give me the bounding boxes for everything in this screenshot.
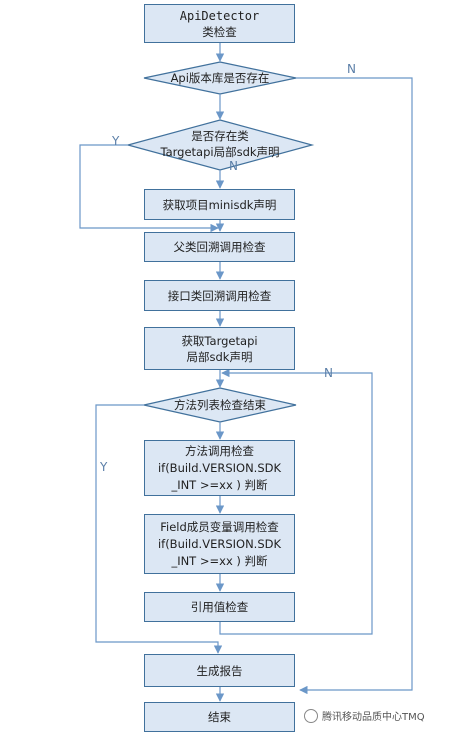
process-get-minisdk-label: 获取项目minisdk声明: [162, 197, 277, 212]
branch-label-method-list-no: N: [324, 366, 333, 380]
start-box: ApiDetector 类检查: [144, 4, 295, 43]
decision-targetapi-line1: 是否存在类: [191, 129, 249, 143]
process-get-minisdk: 获取项目minisdk声明: [144, 189, 295, 220]
process-ref-check: 引用值检查: [144, 592, 295, 622]
process-method-check-line1: 方法调用检查: [185, 443, 254, 458]
process-get-targetapi-line2: 局部sdk声明: [186, 349, 253, 364]
watermark-text: 腾讯移动品质中心TMQ: [322, 712, 425, 723]
branch-label-api-lib-no: N: [347, 62, 356, 76]
branch-label-targetapi-yes: Y: [112, 134, 120, 148]
process-report-label: 生成报告: [196, 663, 243, 678]
branch-label-targetapi-no: N: [229, 159, 238, 173]
process-field-check: Field成员变量调用检查 if(Build.VERSION.SDK _INT …: [144, 514, 295, 574]
decision-targetapi-line2: Targetapi局部sdk声明: [160, 145, 280, 159]
end-label: 结束: [208, 710, 231, 724]
process-parent-check: 父类回溯调用检查: [144, 232, 295, 262]
process-method-check: 方法调用检查 if(Build.VERSION.SDK _INT >=xx ) …: [144, 440, 295, 496]
process-field-check-line2: if(Build.VERSION.SDK: [157, 536, 282, 551]
start-subtitle: 类检查: [202, 24, 237, 39]
branch-label-method-list-yes: Y: [100, 460, 108, 474]
process-get-targetapi: 获取Targetapi 局部sdk声明: [144, 327, 295, 370]
end-box: 结束: [144, 702, 295, 732]
process-field-check-line1: Field成员变量调用检查: [160, 519, 279, 534]
process-get-targetapi-line1: 获取Targetapi: [181, 333, 258, 348]
start-title: ApiDetector: [179, 8, 260, 23]
watermark: 腾讯移动品质中心TMQ: [304, 708, 425, 723]
process-method-check-line2: if(Build.VERSION.SDK: [157, 460, 282, 475]
process-parent-check-label: 父类回溯调用检查: [173, 240, 266, 254]
process-ref-check-label: 引用值检查: [190, 600, 249, 614]
process-interface-check-label: 接口类回溯调用检查: [167, 288, 272, 303]
process-interface-check: 接口类回溯调用检查: [144, 280, 295, 311]
decision-api-lib-label: Api版本库是否存在: [170, 71, 270, 85]
wechat-icon: [304, 708, 318, 723]
process-field-check-line3: _INT >=xx ) 判断: [171, 553, 268, 568]
decision-method-list-label: 方法列表检查结束: [174, 398, 266, 412]
process-report: 生成报告: [144, 654, 295, 687]
process-method-check-line3: _INT >=xx ) 判断: [171, 477, 268, 492]
decision-targetapi-label: 是否存在类 Targetapi局部sdk声明: [130, 128, 310, 160]
